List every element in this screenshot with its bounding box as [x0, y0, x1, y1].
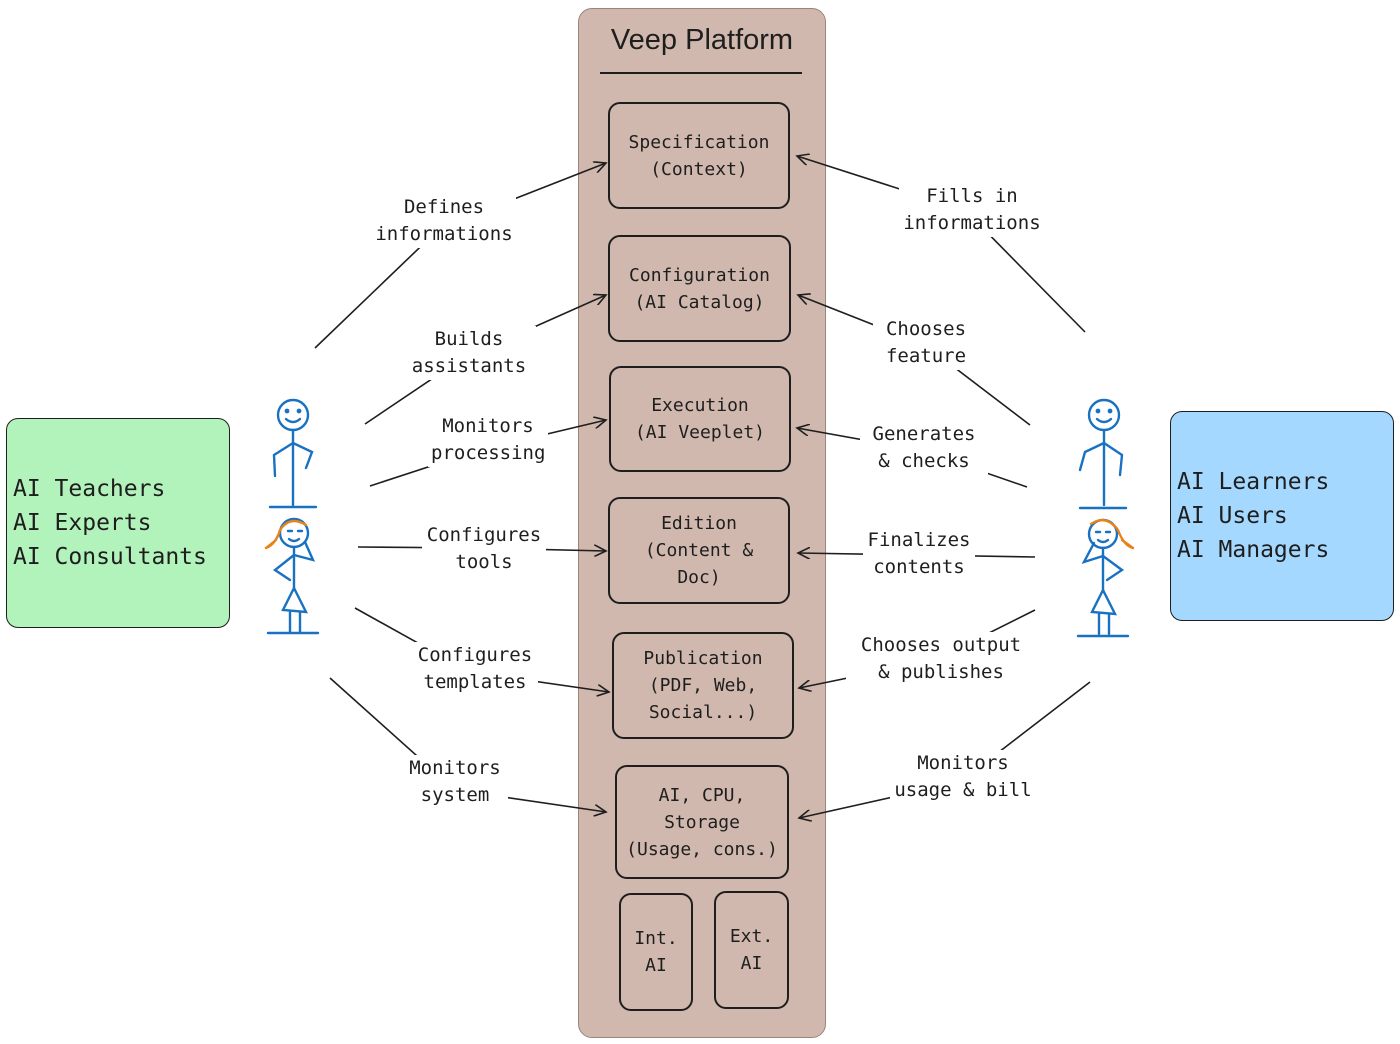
platform-title-underline	[600, 72, 802, 74]
module-execution: Execution (AI Veeplet)	[609, 366, 791, 472]
right-female-figure-icon	[1076, 518, 1135, 638]
label-monitors-usage: Monitors usage & bill	[890, 750, 1036, 804]
right-user-group: AI Learners AI Users AI Managers	[1170, 411, 1394, 621]
label-finalizes-contents: Finalizes contents	[863, 527, 975, 581]
left-group-line-3: AI Consultants	[13, 544, 207, 570]
module-edition: Edition (Content & Doc)	[608, 497, 790, 604]
label-defines-informations: Defines informations	[372, 194, 516, 248]
module-publication: Publication (PDF, Web, Social...)	[612, 632, 794, 739]
left-male-figure-icon	[268, 398, 318, 509]
left-group-line-1: AI Teachers	[13, 476, 166, 502]
label-chooses-feature: Chooses feature	[873, 316, 979, 370]
left-user-group: AI Teachers AI Experts AI Consultants	[6, 418, 230, 628]
module-configuration: Configuration (AI Catalog)	[608, 235, 791, 342]
left-group-line-2: AI Experts	[13, 510, 152, 536]
right-male-figure-icon	[1078, 398, 1128, 510]
right-group-line-1: AI Learners	[1177, 469, 1330, 495]
module-external-ai: Ext. AI	[714, 891, 789, 1009]
label-monitors-system: Monitors system	[402, 755, 508, 809]
label-builds-assistants: Builds assistants	[402, 326, 536, 380]
module-internal-ai: Int. AI	[619, 893, 693, 1011]
right-group-line-2: AI Users	[1177, 503, 1288, 529]
label-monitors-processing: Monitors processing	[428, 413, 548, 467]
module-specification: Specification (Context)	[608, 102, 790, 209]
module-resources: AI, CPU, Storage (Usage, cons.)	[615, 765, 789, 879]
platform-title: Veep Platform	[610, 24, 794, 56]
label-configures-tools: Configures tools	[422, 522, 546, 576]
label-fills-in-informations: Fills in informations	[899, 183, 1045, 237]
left-female-figure-icon	[264, 517, 320, 635]
label-generates-checks: Generates & checks	[860, 421, 988, 475]
right-group-line-3: AI Managers	[1177, 537, 1330, 563]
label-configures-templates: Configures templates	[412, 642, 538, 696]
label-chooses-output: Chooses output & publishes	[846, 632, 1036, 686]
